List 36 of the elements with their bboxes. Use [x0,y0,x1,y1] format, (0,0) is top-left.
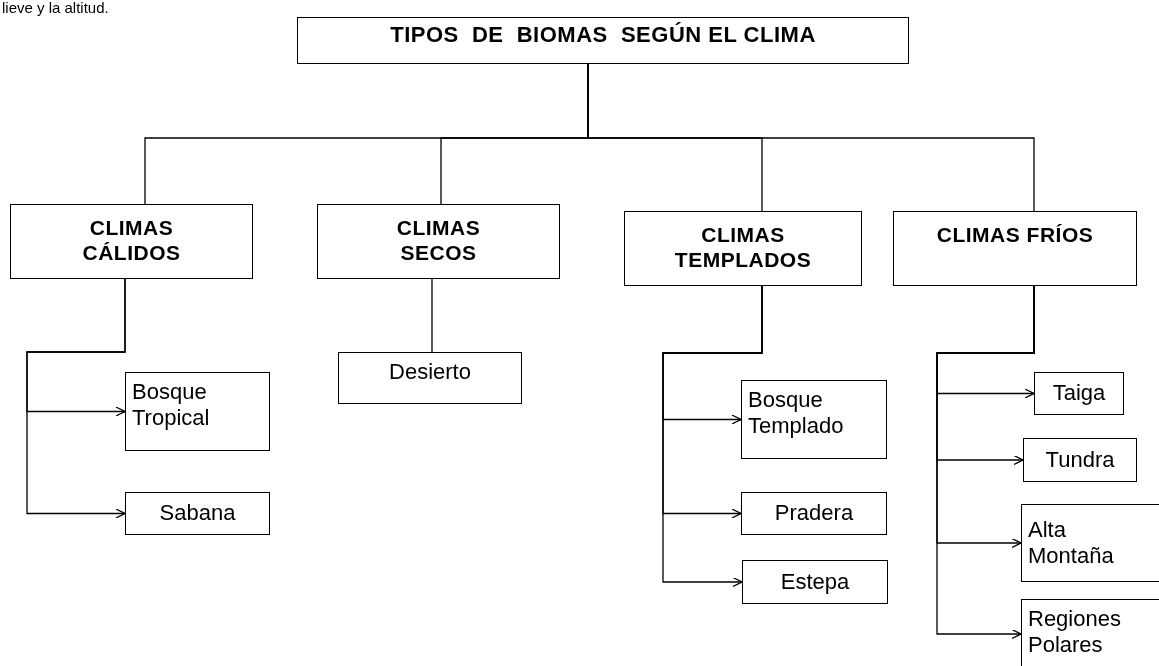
box-label: Sabana [159,500,236,527]
box-label: Alta Montaña [1028,516,1115,570]
biome-box [741,380,887,459]
biome-box [125,492,270,535]
text-fragment: lieve y la altitud. [2,0,109,16]
category-box [317,204,560,279]
category-box [893,211,1137,286]
box-label: Tundra [1045,446,1115,474]
box-label: CLIMAS FRÍOS [936,222,1094,248]
arrow [26,278,126,519]
category-box [10,204,253,279]
biome-box [742,560,888,604]
category-box [624,211,862,286]
biome-box [338,352,522,404]
box-label: Bosque Tropical [132,379,211,432]
box-label: Pradera [774,500,854,527]
box-label: CLIMAS TEMPLADOS [673,222,813,273]
box-label: TIPOS DE BIOMAS SEGÚN EL CLIMA [390,22,816,49]
connector-line [587,63,1035,212]
box-label: Taiga [1052,380,1106,407]
title-box [297,17,909,64]
box-label: Desierto [389,359,471,386]
box-label: Bosque Templado [748,387,845,440]
box-label: CLIMAS SECOS [395,215,482,266]
arrow [936,285,1035,640]
arrow [662,285,763,588]
biome-box [1021,504,1159,582]
box-label: Regiones Polares [1028,606,1122,659]
biome-box [741,492,887,535]
biome-box [125,372,270,451]
box-label: Estepa [780,568,850,596]
biome-box [1034,372,1124,415]
biome-box [1021,599,1159,666]
connector-line [431,278,433,353]
biome-box [1023,438,1137,482]
box-label: CLIMAS CÁLIDOS [81,215,182,266]
